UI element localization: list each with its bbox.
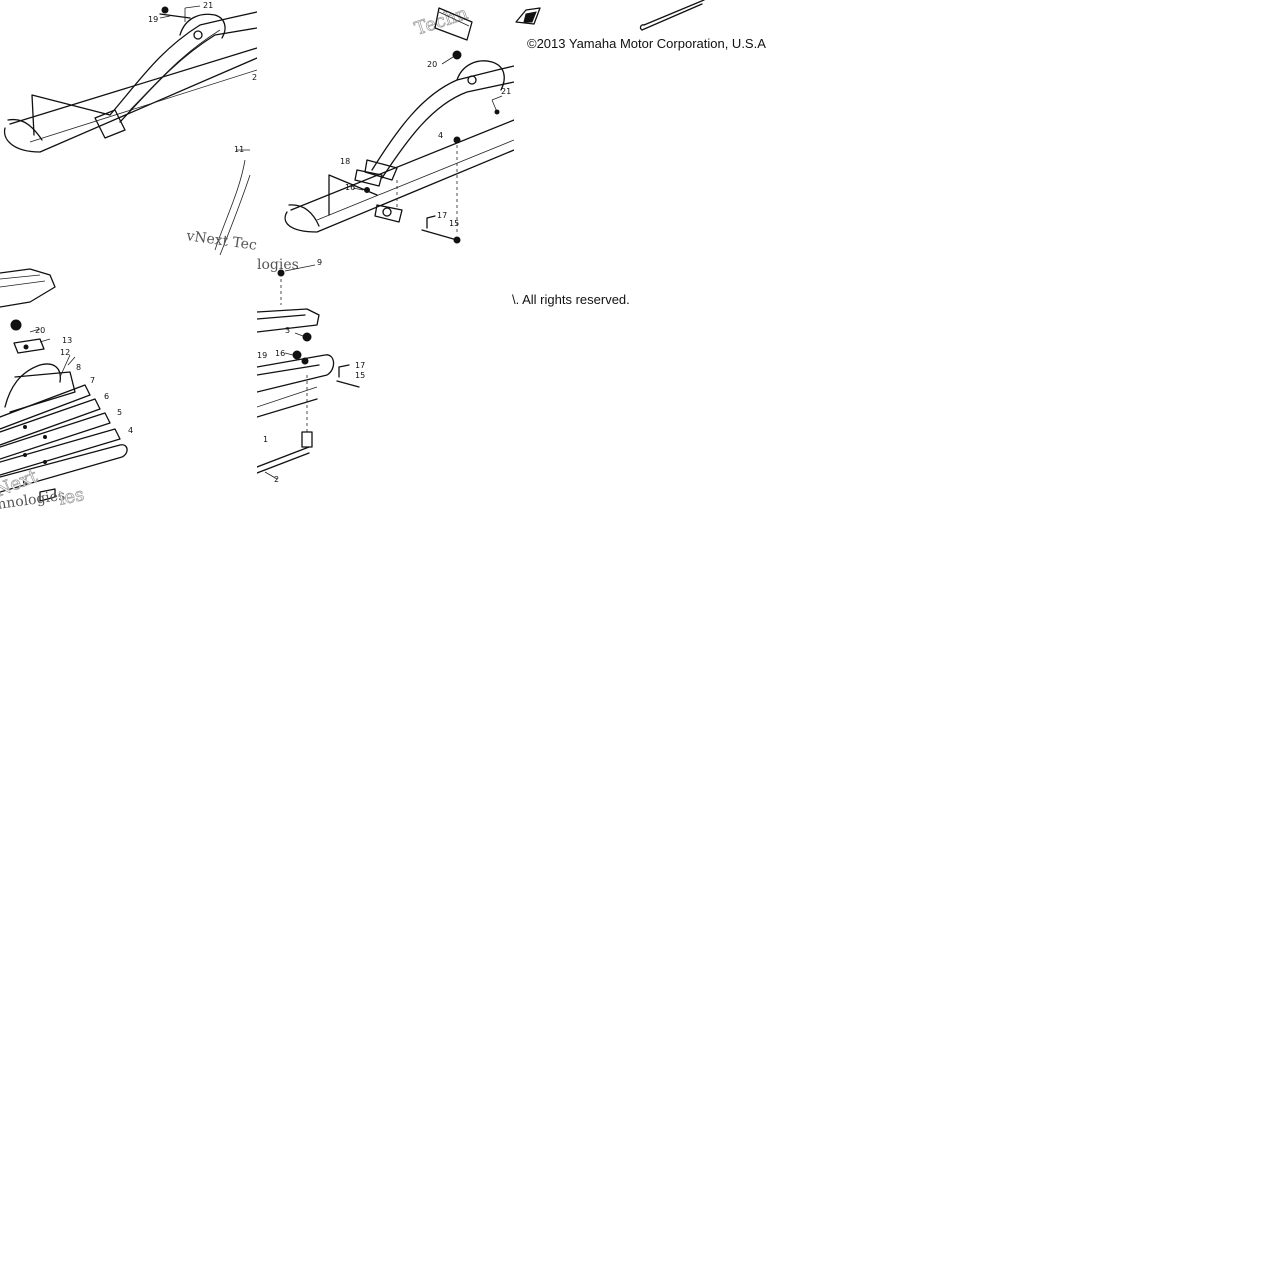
callout-2: 2: [274, 475, 279, 484]
callout-15: 15: [449, 219, 459, 228]
watermark-logies: logies: [257, 257, 299, 273]
callout-16: 16: [345, 183, 355, 192]
callout-12: 12: [60, 348, 70, 357]
callout-4: 4: [438, 131, 443, 140]
callout-17: 17: [437, 211, 447, 220]
ski-drawing: logies 9 3 16 19 17 15 1 2: [257, 257, 365, 484]
diagram-tile-ski-bottom-middle: logies 9 3 16 19 17 15 1 2: [257, 257, 514, 514]
part-drawing: [515, 0, 705, 31]
copyright-text: ©2013 Yamaha Motor Corporation, U.S.A: [527, 36, 766, 51]
callout-20: 20: [35, 326, 45, 335]
callout-21: 21: [203, 1, 213, 10]
callout-11: 11: [234, 145, 244, 154]
callout-3: 3: [285, 326, 290, 335]
callout-15: 15: [355, 371, 365, 380]
callout-19: 19: [148, 15, 158, 24]
callout-6: 6: [104, 392, 109, 401]
callout-8: 8: [76, 363, 81, 372]
callout-20: 20: [427, 60, 437, 69]
callout-18: 18: [340, 157, 350, 166]
callout-19: 19: [257, 351, 267, 360]
rights-reserved-text: \. All rights reserved.: [512, 292, 630, 307]
watermark-ies: ies: [57, 484, 86, 510]
ski-drawing: 20 14 13 12 7 8 6 5 4 Next hnologies ies: [0, 268, 133, 513]
callout-4: 4: [128, 426, 133, 435]
ski-drawing: 19 21 2 11 vNext Tec: [3, 1, 257, 256]
callout-17: 17: [355, 361, 365, 370]
diagram-tile-copyright-top: ©2013 Yamaha Motor Corporation, U.S.A: [514, 0, 771, 257]
callout-21: 21: [501, 87, 511, 96]
watermark-vnext: vNext Tec: [184, 228, 257, 254]
callout-9: 9: [317, 258, 322, 267]
callout-5: 5: [117, 408, 122, 417]
callout-16: 16: [275, 349, 285, 358]
ski-drawing: Techn 20 21 4 18 16 17 15: [284, 2, 514, 244]
diagram-tile-ski-bottom-left: 20 14 13 12 7 8 6 5 4 Next hnologies ies: [0, 257, 257, 514]
callout-1: 1: [263, 435, 268, 444]
callout-13: 13: [62, 336, 72, 345]
diagram-tile-ski-top-middle: Techn 20 21 4 18 16 17 15: [257, 0, 514, 257]
callout-2: 2: [252, 73, 257, 82]
diagram-tile-ski-top-left: 19 21 2 11 vNext Tec: [0, 0, 257, 257]
callout-7: 7: [90, 376, 95, 385]
